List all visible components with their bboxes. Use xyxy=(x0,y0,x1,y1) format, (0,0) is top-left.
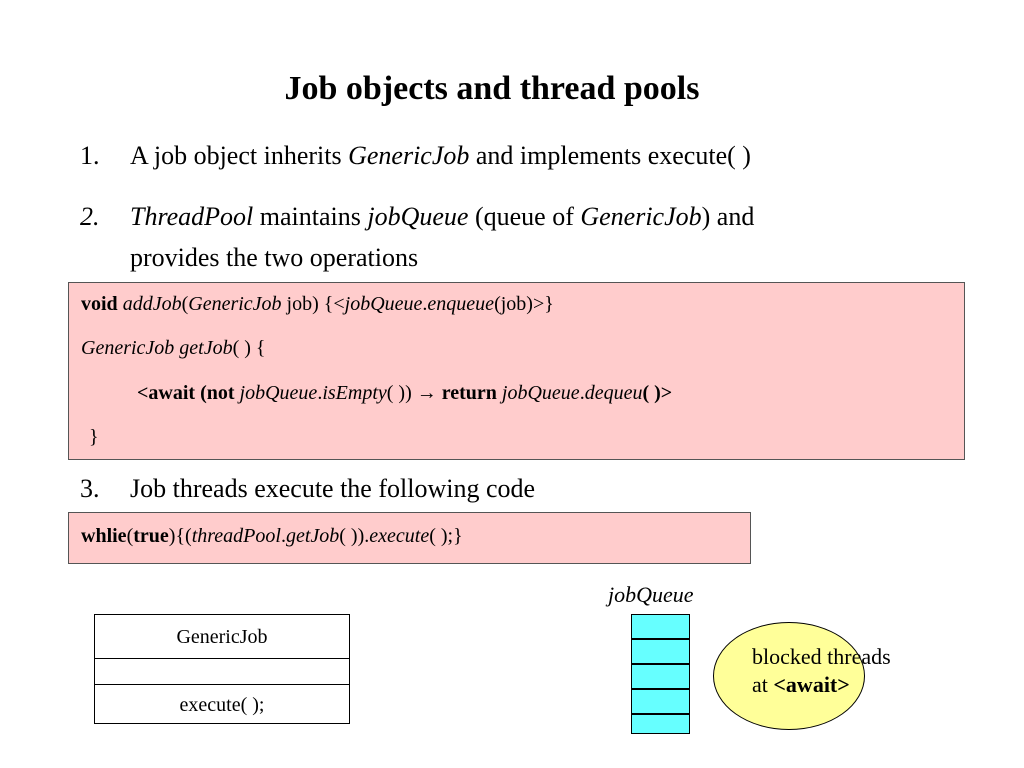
code-box-job-thread: whlie(true){(threadPool.getJob( )).execu… xyxy=(68,512,751,564)
queue-cell xyxy=(631,689,690,714)
list-number: 2. xyxy=(80,202,100,231)
uml-attributes-compartment xyxy=(95,659,349,685)
list-text: ThreadPool maintains jobQueue (queue of … xyxy=(130,202,755,231)
list-item-1: 1. A job object inherits GenericJob and … xyxy=(80,136,980,176)
list-text: Job threads execute the following code xyxy=(130,474,536,503)
blocked-threads-ellipse xyxy=(713,622,865,730)
queue-cell xyxy=(631,614,690,639)
list-number: 1. xyxy=(80,141,100,170)
list-text-continued: provides the two operations xyxy=(130,243,419,272)
code-line-addjob: void addJob(GenericJob job) {<jobQueue.e… xyxy=(81,293,554,315)
code-line-while: whlie(true){(threadPool.getJob( )).execu… xyxy=(81,525,463,547)
list-number: 3. xyxy=(80,474,100,503)
uml-method: execute( ); xyxy=(179,694,265,716)
slide-title: Job objects and thread pools xyxy=(284,70,700,107)
queue-label: jobQueue xyxy=(608,582,694,607)
code-line-getjob: GenericJob getJob( ) { xyxy=(81,337,266,359)
blocked-threads-label: blocked threads at <await> xyxy=(752,644,891,697)
code-box-thread-pool: void addJob(GenericJob job) {<jobQueue.e… xyxy=(68,282,965,460)
list-item-2: 2. ThreadPool maintains jobQueue (queue … xyxy=(80,197,980,279)
queue-cell xyxy=(631,639,690,664)
code-line-close: } xyxy=(89,426,99,448)
uml-class-genericjob: GenericJob execute( ); xyxy=(94,614,350,724)
list-item-3: 3. Job threads execute the following cod… xyxy=(80,469,980,509)
list-text: A job object inherits GenericJob and imp… xyxy=(130,141,751,170)
queue-cell xyxy=(631,714,690,734)
uml-class-name: GenericJob xyxy=(95,615,349,659)
code-line-await: <await (not jobQueue.isEmpty( )) → retur… xyxy=(137,382,673,404)
queue-cell xyxy=(631,664,690,689)
